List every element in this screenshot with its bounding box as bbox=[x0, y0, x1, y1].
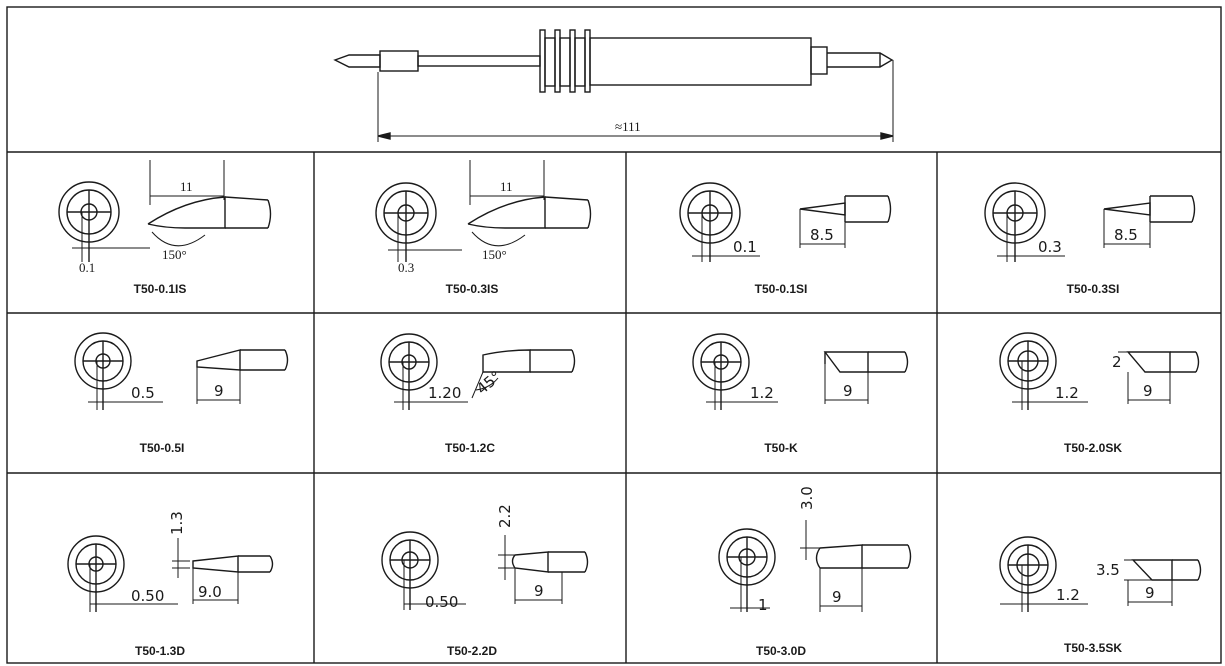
tip-model-label: T50-0.1IS bbox=[134, 282, 187, 296]
tip-end-view bbox=[58, 181, 150, 262]
tip-model-label: T50-1.2C bbox=[445, 441, 495, 455]
tip-model-label: T50-0.5I bbox=[140, 441, 185, 455]
tip-overview-drawing bbox=[333, 29, 894, 142]
tip-cell-t50-0-3is: 11 150° 0.3 T50-0.3IS bbox=[375, 160, 592, 296]
tip-dimension: 1.2 bbox=[1055, 384, 1079, 402]
tip-side-profile bbox=[467, 160, 592, 247]
tip-cell-t50-1-3d: 1.3 0.50 9.0 T50-1.3D bbox=[67, 511, 274, 658]
tip-cell-t50-2-0sk: 2 1.2 9 T50-2.0SK bbox=[999, 332, 1200, 455]
tip-end-view bbox=[984, 182, 1065, 262]
tip-dimension: 150° bbox=[482, 247, 507, 262]
tip-model-label: T50-0.3IS bbox=[446, 282, 499, 296]
tip-dimension: 3.0 bbox=[798, 486, 816, 510]
tip-cell-t50-0-5i: 0.5 9 T50-0.5I bbox=[74, 332, 289, 455]
tip-cell-t50-3-0d: 3.0 1 9 T50-3.0D bbox=[718, 486, 912, 658]
tip-dimension: 9 bbox=[534, 582, 544, 600]
tip-side-profile bbox=[799, 195, 892, 248]
tip-dimension: 8.5 bbox=[810, 226, 834, 244]
tip-model-label: T50-0.3SI bbox=[1067, 282, 1120, 296]
tip-side-profile bbox=[823, 351, 909, 404]
tip-dimension: 0.3 bbox=[1038, 238, 1062, 256]
tip-dimension: 1.2 bbox=[1056, 586, 1080, 604]
tip-end-view bbox=[692, 333, 778, 410]
tip-end-view bbox=[74, 332, 163, 410]
tip-dimension: 2 bbox=[1112, 353, 1122, 371]
tip-dimension: 2.2 bbox=[496, 504, 514, 528]
tip-dimension: 11 bbox=[180, 179, 193, 194]
tip-side-profile bbox=[1103, 195, 1196, 248]
tip-cell-t50-k: 1.2 9 T50-K bbox=[692, 333, 909, 455]
tip-end-view bbox=[381, 531, 466, 610]
tip-dimension: 0.50 bbox=[131, 587, 164, 605]
tip-dimension: 0.3 bbox=[398, 260, 414, 275]
tip-cell-t50-0-3si: 0.3 8.5 T50-0.3SI bbox=[984, 182, 1196, 296]
tip-model-label: T50-0.1SI bbox=[755, 282, 808, 296]
tip-dimension: 0.5 bbox=[131, 384, 155, 402]
tip-end-view bbox=[67, 535, 178, 612]
tip-model-label: T50-3.0D bbox=[756, 644, 806, 658]
tip-dimension: 0.50 bbox=[425, 593, 458, 611]
tip-side-profile bbox=[1118, 351, 1200, 404]
tip-model-label: T50-3.5SK bbox=[1064, 641, 1122, 655]
tip-dimension: 9 bbox=[1143, 382, 1153, 400]
tip-end-view bbox=[999, 536, 1088, 612]
tip-model-label: T50-2.2D bbox=[447, 644, 497, 658]
tip-dimension: 9 bbox=[843, 382, 853, 400]
tip-dimension: 0.1 bbox=[79, 260, 95, 275]
table-frame bbox=[6, 6, 1222, 664]
tip-dimension: 150° bbox=[162, 247, 187, 262]
tip-dimension: 0.1 bbox=[733, 238, 757, 256]
tip-dimension: 9.0 bbox=[198, 583, 222, 601]
tip-end-view bbox=[718, 528, 776, 612]
tip-dimension: 11 bbox=[500, 179, 513, 194]
tip-dimension: 1 bbox=[758, 596, 768, 614]
tip-model-label: T50-2.0SK bbox=[1064, 441, 1122, 455]
tip-dimension: 1.2 bbox=[750, 384, 774, 402]
tip-dimension: 9 bbox=[832, 588, 842, 606]
tip-side-profile bbox=[800, 520, 912, 612]
tip-cell-t50-0-1si: 0.1 8.5 T50-0.1SI bbox=[679, 182, 892, 296]
tip-end-view bbox=[380, 333, 468, 410]
tip-cell-t50-0-1is: 11 150° 0.1 T50-0.1IS bbox=[58, 160, 272, 296]
tip-dimension: 9 bbox=[214, 382, 224, 400]
tip-cell-t50-1-2c: 1.20 45° T50-1.2C bbox=[380, 333, 576, 455]
tip-side-profile bbox=[147, 160, 272, 247]
tip-end-view bbox=[375, 182, 462, 262]
tip-side-profile bbox=[172, 538, 274, 604]
tip-dimension: 8.5 bbox=[1114, 226, 1138, 244]
tip-end-view bbox=[999, 332, 1088, 410]
tip-side-profile bbox=[1124, 559, 1202, 606]
tip-dimension: 3.5 bbox=[1096, 561, 1120, 579]
tip-side-profile bbox=[471, 349, 576, 399]
tip-dimension: 9 bbox=[1145, 584, 1155, 602]
tip-side-profile bbox=[196, 349, 289, 404]
tip-end-view bbox=[679, 182, 760, 262]
tip-cell-t50-2-2d: 2.2 0.50 9 T50-2.2D bbox=[381, 504, 589, 658]
tip-side-profile bbox=[498, 535, 589, 604]
overall-length-label: ≈111 bbox=[615, 119, 641, 134]
tip-dimension: 1.3 bbox=[168, 511, 186, 535]
tip-model-label: T50-K bbox=[764, 441, 798, 455]
tip-dimension: 1.20 bbox=[428, 384, 461, 402]
tip-cell-t50-3-5sk: 3.5 1.2 9 T50-3.5SK bbox=[999, 536, 1202, 655]
tip-model-label: T50-1.3D bbox=[135, 644, 185, 658]
